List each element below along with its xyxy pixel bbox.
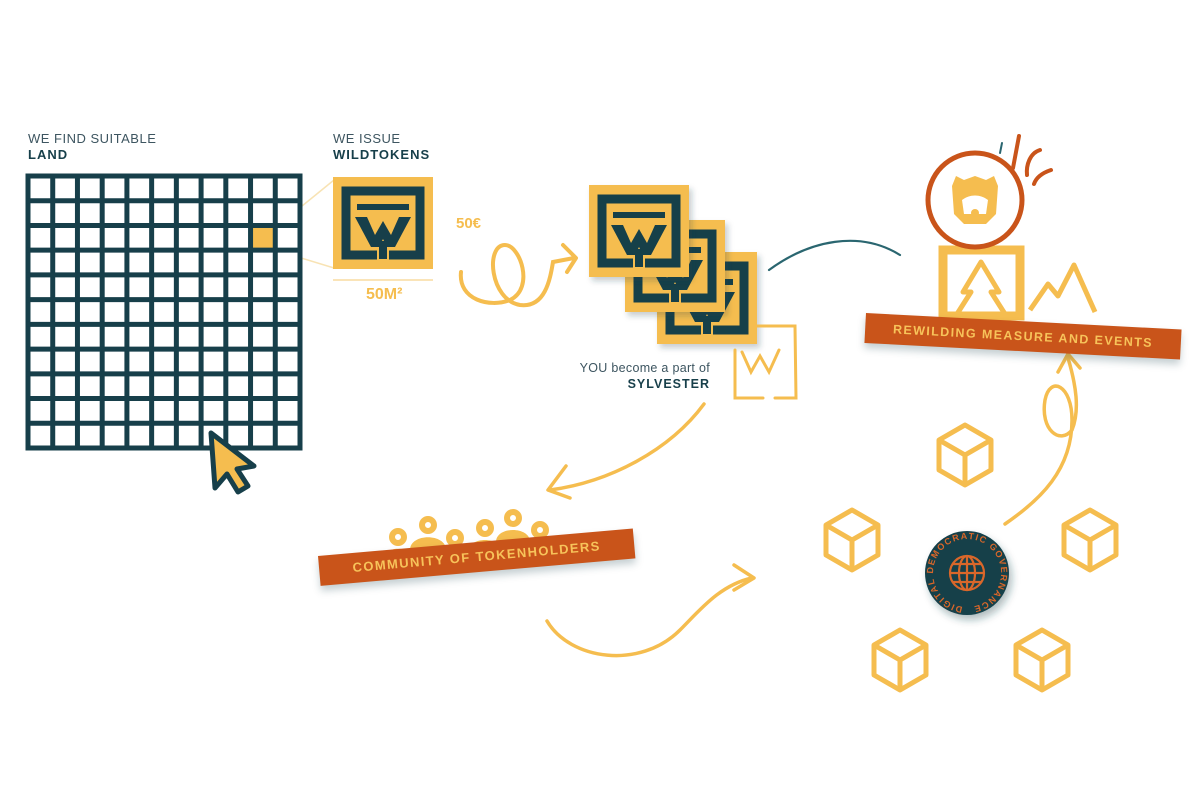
- globe-icon: [948, 554, 986, 592]
- ownership-text-light: YOU become a part of: [579, 361, 710, 375]
- mountain-icon: [1027, 262, 1098, 314]
- tokens-heading-light: WE ISSUE: [333, 131, 401, 146]
- ownership-text-bold: SYLVESTER: [627, 377, 710, 391]
- token-price-label: 50€: [456, 215, 482, 232]
- highlight-circle: [925, 150, 1025, 250]
- tokens-heading-bold: WILDTOKENS: [333, 147, 431, 162]
- land-heading-light: WE FIND SUITABLE: [28, 131, 157, 146]
- token-area-label: 50M²: [366, 286, 403, 303]
- land-heading-bold: LAND: [28, 147, 69, 162]
- tree-icon: [954, 259, 1008, 317]
